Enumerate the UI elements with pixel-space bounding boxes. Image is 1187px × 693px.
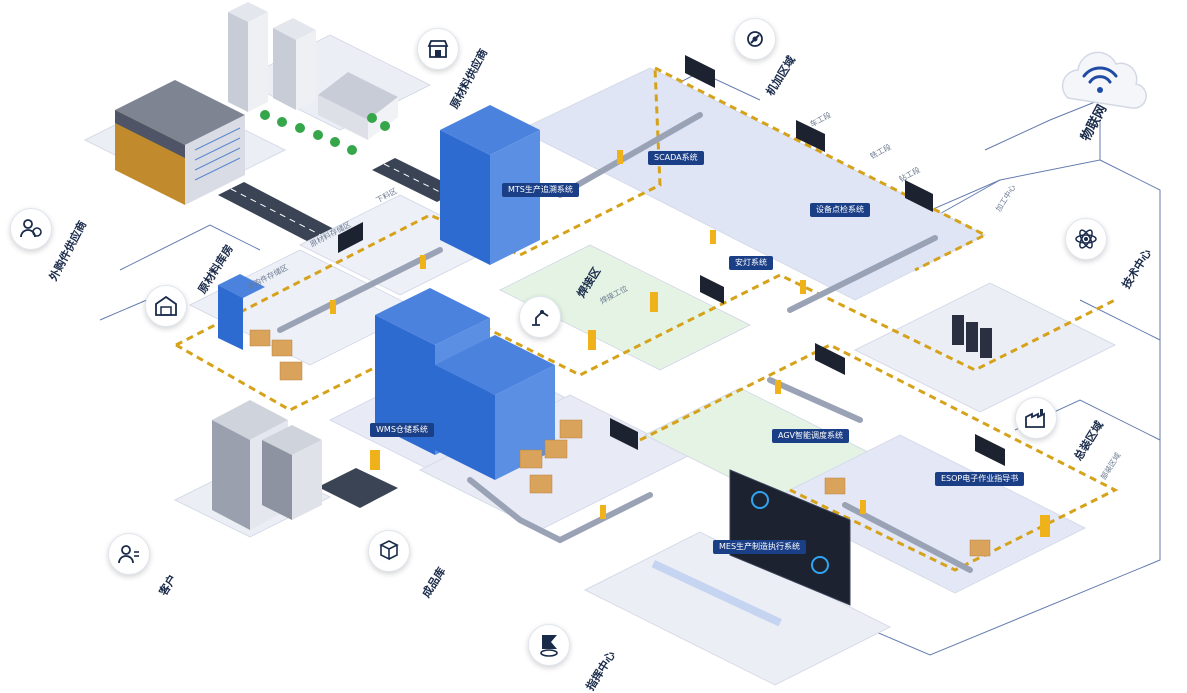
background-towers (228, 2, 316, 112)
atom-icon (1065, 218, 1107, 260)
cardboard-boxes (249, 329, 991, 557)
welding-robot-icon (519, 296, 561, 338)
command-flag-icon (528, 624, 570, 666)
scada-system-tag[interactable]: SCADA系统 (648, 151, 704, 165)
andon-system-tag[interactable]: 安灯系统 (729, 256, 773, 270)
storage-racks (218, 105, 555, 480)
robot-arms (330, 150, 1050, 537)
raw-supplier-building (318, 72, 398, 140)
mts-system-tag[interactable]: MTS生产追溯系统 (502, 183, 579, 197)
wms-system-tag[interactable]: WMS仓储系统 (370, 423, 434, 437)
outsourced-supplier-building (115, 80, 245, 205)
esop-system-tag[interactable]: ESOP电子作业指导书 (935, 472, 1025, 486)
conveyors (277, 112, 973, 573)
dashed-boundary (175, 66, 1119, 572)
equipment-system-tag[interactable]: 设备点检系统 (810, 203, 870, 217)
assembly-factory-icon (1015, 397, 1057, 439)
mes-system-tag[interactable]: MES生产制造执行系统 (713, 540, 807, 554)
storefront-icon (417, 28, 459, 70)
command-dashboard (651, 469, 851, 627)
warehouse-icon (145, 285, 187, 327)
supplier-person-icon (10, 208, 52, 250)
agv-system-tag[interactable]: AGV智能调度系统 (772, 429, 850, 443)
monitors (338, 55, 1005, 466)
customer-building (212, 400, 322, 530)
server-racks (952, 315, 992, 358)
iot-cloud (1061, 51, 1147, 109)
boxes-icon (368, 530, 410, 572)
customer-icon (108, 533, 150, 575)
gear-tool-icon (734, 18, 776, 60)
trees (260, 110, 390, 155)
